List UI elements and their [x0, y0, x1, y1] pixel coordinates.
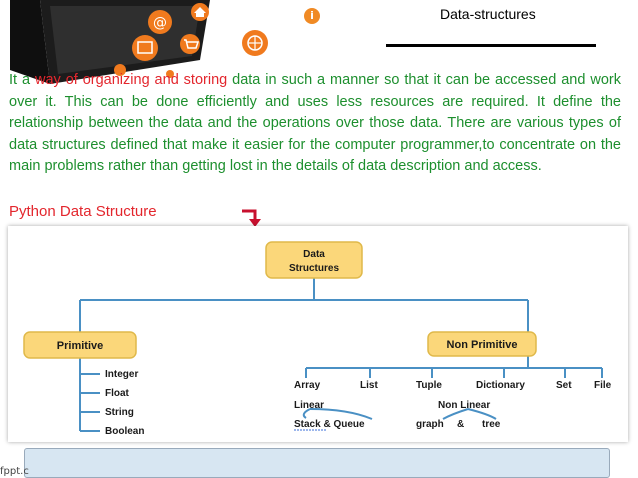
leaf-linear: Linear: [294, 400, 324, 411]
decor-dot: [166, 70, 174, 78]
decor-dot: [114, 64, 126, 76]
node-non-primitive: Non Primitive: [427, 331, 537, 357]
svg-text:Primitive: Primitive: [57, 340, 103, 352]
shopping-cart-icon: [180, 34, 200, 54]
paragraph-rest: data in such a manner so that it can be …: [9, 72, 621, 174]
svg-text:Non Primitive: Non Primitive: [447, 339, 518, 351]
node-data-structures: Data Structures: [265, 241, 363, 279]
paragraph-start: It a: [9, 72, 35, 88]
info-icon: i: [304, 8, 320, 24]
diagram-connectors: [79, 278, 603, 432]
leaf-list: List: [360, 380, 378, 391]
laptop-icon: @: [10, 0, 210, 84]
title-underline: [386, 44, 596, 47]
globe-icon: [242, 30, 268, 56]
leaf-amp: &: [457, 419, 464, 430]
leaf-tuple: Tuple: [416, 380, 442, 391]
footer-bar: [24, 448, 610, 478]
leaf-string: String: [105, 407, 134, 418]
at-sign-icon: @: [148, 10, 172, 34]
home-icon: [191, 3, 209, 21]
leaf-float: Float: [105, 388, 130, 399]
data-structures-diagram: Data Structures Primitive Integer Float …: [8, 226, 628, 442]
svg-text:@: @: [153, 15, 167, 31]
leaf-graph: graph: [416, 419, 444, 430]
leaf-array: Array: [294, 380, 321, 391]
leaf-set: Set: [556, 380, 572, 391]
leaf-integer: Integer: [105, 369, 138, 380]
svg-text:Data: Data: [303, 249, 325, 260]
subheading: Python Data Structure: [9, 203, 157, 220]
paragraph-highlight: way of organizing and storing: [34, 72, 228, 88]
slide-title: Data-structures: [440, 6, 536, 22]
leaf-file: File: [594, 380, 612, 391]
svg-text:Structures: Structures: [289, 263, 339, 274]
leaf-tree: tree: [482, 419, 501, 430]
leaf-stack-queue: Stack & Queue: [294, 419, 365, 430]
watermark-text: fppt.c: [0, 466, 29, 477]
leaf-boolean: Boolean: [105, 426, 144, 437]
laptop-app-icon: [132, 35, 158, 61]
node-primitive: Primitive: [23, 331, 137, 359]
body-paragraph: It a way of organizing and storing data …: [9, 70, 621, 178]
leaf-non-linear: Non Linear: [438, 400, 490, 411]
leaf-dictionary: Dictionary: [476, 380, 525, 391]
red-arrow-icon: [242, 209, 261, 227]
